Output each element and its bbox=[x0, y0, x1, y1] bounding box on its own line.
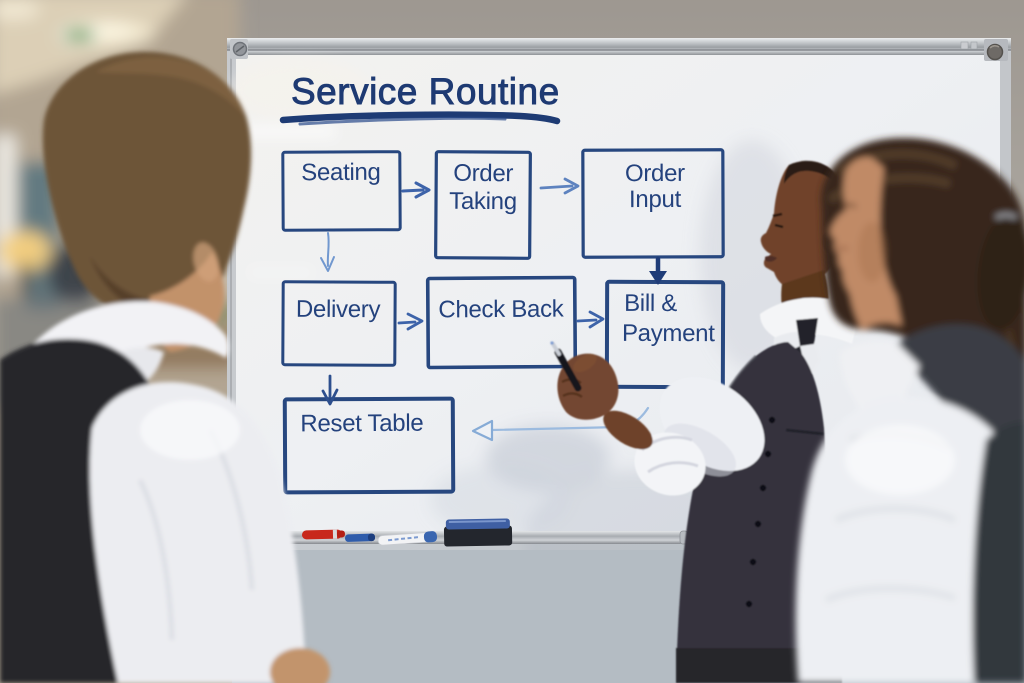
flow-node-order-input-line1: Order bbox=[625, 160, 685, 187]
face-shadow bbox=[858, 222, 886, 282]
waitress-lips bbox=[836, 245, 849, 250]
waitress-vest-back bbox=[972, 422, 1024, 683]
whiteboard-title: Service Routine bbox=[291, 71, 560, 112]
presenter-thumb bbox=[573, 353, 597, 373]
flow-node-check-back-label: Check Back bbox=[438, 296, 565, 324]
board-reflection-2 bbox=[250, 268, 312, 277]
board-reflection-1 bbox=[243, 125, 335, 138]
exit-sign bbox=[66, 29, 93, 41]
flow-node-reset-table: Reset Table bbox=[282, 396, 456, 495]
flow-node-seating-label: Seating bbox=[301, 159, 380, 186]
waitress-brow bbox=[839, 203, 857, 209]
marker-tray bbox=[250, 518, 690, 551]
flow-edge-seating-order-taking bbox=[401, 181, 431, 199]
hair-clip-icon bbox=[994, 212, 1018, 221]
flowchart: Service Routine Seating Order Taking Ord… bbox=[279, 71, 726, 495]
table-lamp-stem bbox=[21, 262, 27, 297]
marker-pen-point bbox=[550, 341, 554, 345]
flow-node-order-taking-line2: Taking bbox=[449, 188, 517, 215]
title-underline-2 bbox=[298, 116, 507, 126]
waitress-sleeve-highlight bbox=[845, 425, 955, 495]
presenter-vest-buttons bbox=[745, 416, 776, 608]
person-waitress-foreground bbox=[795, 138, 1024, 683]
table-lamp-glow bbox=[0, 230, 52, 272]
waitress-ponytail bbox=[977, 214, 1024, 330]
marker-pen-tip bbox=[551, 342, 561, 356]
flow-node-reset-table-label: Reset Table bbox=[300, 410, 423, 438]
vest-pocket bbox=[785, 428, 825, 436]
tray-shadow bbox=[250, 544, 690, 551]
flow-edge-seating-delivery bbox=[320, 232, 335, 272]
flow-node-check-back: Check Back bbox=[425, 275, 578, 370]
rail-mark-2 bbox=[970, 41, 978, 50]
marker-red bbox=[301, 529, 345, 540]
presenter-tie-knot bbox=[796, 318, 818, 346]
flow-node-delivery-label: Delivery bbox=[296, 296, 381, 323]
counter-edge bbox=[92, 352, 238, 362]
flow-edge-order-input-bill-payment bbox=[649, 256, 667, 285]
flow-node-order-input-line2: Input bbox=[629, 186, 682, 213]
waiter-sleeve bbox=[89, 382, 306, 683]
waiter-cheek bbox=[193, 242, 219, 282]
marker-blue bbox=[344, 533, 376, 542]
flow-edge-delivery-check-back bbox=[397, 312, 424, 331]
board-warm-sheen bbox=[230, 60, 370, 120]
whiteboard-frame-top bbox=[227, 38, 1011, 55]
flow-node-bill-payment: Bill & Payment bbox=[604, 279, 726, 390]
presenter-forearm bbox=[603, 410, 653, 450]
flow-node-delivery: Delivery bbox=[281, 280, 397, 367]
ceiling-light-2 bbox=[0, 0, 40, 20]
screw-slot-left bbox=[235, 45, 245, 53]
sleeve-highlight bbox=[140, 400, 240, 460]
presenter-hair bbox=[784, 160, 843, 193]
eraser bbox=[443, 518, 513, 547]
flow-edge-order-taking-order-input bbox=[539, 177, 580, 195]
presenter-eye bbox=[774, 223, 784, 229]
marker-white bbox=[377, 531, 438, 546]
rail-mark-1 bbox=[960, 41, 969, 50]
title-underline bbox=[279, 111, 561, 125]
flow-node-bill-payment-line1: Bill & bbox=[624, 290, 677, 317]
waiter-hand bbox=[270, 648, 330, 683]
screw-highlight bbox=[989, 45, 1000, 49]
marker-pen bbox=[554, 348, 582, 392]
waiter-hair-highlight bbox=[96, 57, 244, 116]
waitress-collar bbox=[840, 341, 920, 448]
presenter-brow bbox=[772, 212, 783, 218]
presenter-lips bbox=[765, 255, 777, 262]
flow-node-order-taking-line1: Order bbox=[453, 160, 513, 187]
presenter-hand bbox=[557, 353, 619, 420]
flow-node-seating: Seating bbox=[281, 150, 402, 232]
flow-edge-check-back-bill-payment bbox=[576, 310, 605, 329]
person-waiter-back bbox=[0, 51, 330, 683]
whiteboard-frame-right bbox=[1000, 52, 1011, 212]
whiteboard-screw-right bbox=[986, 43, 1004, 61]
flow-edge-delivery-reset-table bbox=[321, 374, 339, 406]
flow-node-order-input: Order Input bbox=[581, 148, 725, 259]
flow-node-order-taking: Order Taking bbox=[434, 150, 532, 260]
flow-node-bill-payment-line2: Payment bbox=[622, 320, 715, 347]
